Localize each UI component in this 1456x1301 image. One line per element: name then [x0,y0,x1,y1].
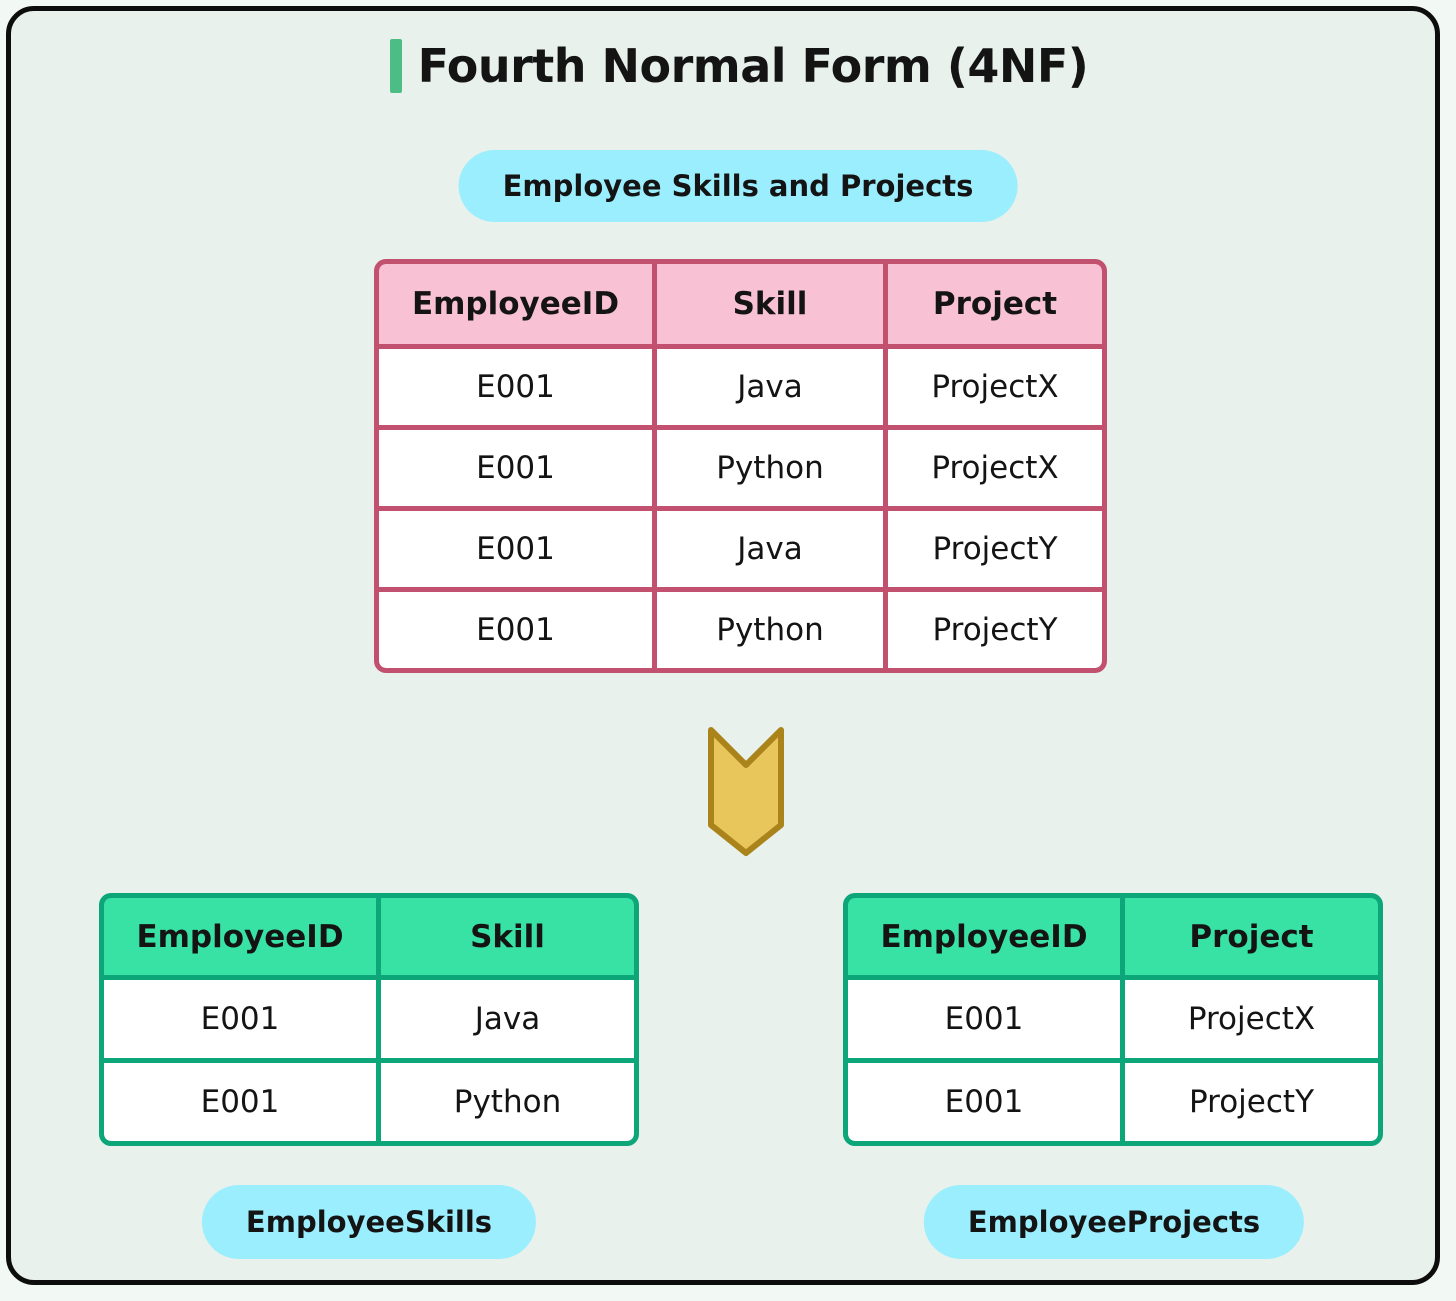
column-header: Project [1125,898,1378,975]
table-cell: Python [657,592,883,668]
column-header: Skill [381,898,634,975]
column-header: EmployeeID [848,898,1120,975]
table-cell: E001 [379,592,652,668]
column-header: Skill [657,264,883,344]
table-cell: ProjectY [888,592,1102,668]
projects-table: EmployeeID Project E001 ProjectX E001 Pr… [843,893,1383,1146]
table-cell: E001 [379,349,652,425]
table-cell: E001 [848,980,1120,1058]
diagram-card: Fourth Normal Form (4NF) Employee Skills… [6,6,1440,1285]
projects-table-badge: EmployeeProjects [923,1185,1305,1259]
table-cell: Java [657,511,883,587]
table-cell: E001 [848,1063,1120,1141]
source-table: EmployeeID Skill Project E001 Java Proje… [374,259,1107,673]
chevron-down-arrow-icon [708,727,784,856]
table-cell: E001 [104,1063,376,1141]
table-cell: Java [381,980,634,1058]
skills-table-badge: EmployeeSkills [201,1185,537,1259]
table-cell: ProjectX [888,349,1102,425]
skills-table: EmployeeID Skill E001 Java E001 Python [99,893,639,1146]
page-title: Fourth Normal Form (4NF) [417,39,1089,93]
table-cell: ProjectX [888,430,1102,506]
table-cell: ProjectY [888,511,1102,587]
source-table-badge: Employee Skills and Projects [458,150,1018,222]
column-header: EmployeeID [104,898,376,975]
table-cell: Python [657,430,883,506]
table-cell: ProjectX [1125,980,1378,1058]
table-cell: E001 [104,980,376,1058]
table-cell: ProjectY [1125,1063,1378,1141]
table-cell: E001 [379,430,652,506]
table-cell: E001 [379,511,652,587]
table-cell: Python [381,1063,634,1141]
title-row: Fourth Normal Form (4NF) [11,39,1456,93]
column-header: Project [888,264,1102,344]
column-header: EmployeeID [379,264,652,344]
title-accent-bar [389,39,402,93]
table-cell: Java [657,349,883,425]
